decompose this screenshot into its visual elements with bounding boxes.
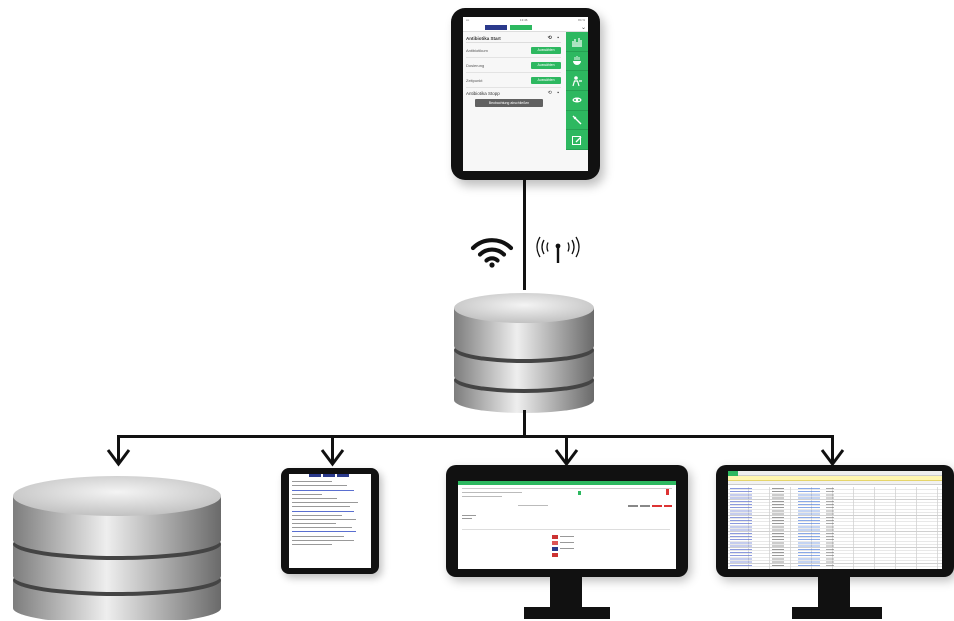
form-row: Dosierung Auswählen [466,58,561,73]
desktop-monitor-web-app [446,465,688,621]
sidebar-button-pills[interactable] [566,91,588,111]
status-time: 13:46 [519,18,528,22]
bowl-icon [573,56,581,65]
category-sidebar [566,32,588,151]
external-database-icon [13,476,221,620]
syringe-icon [572,115,582,125]
sidebar-button-notes[interactable] [566,130,588,151]
monitor-stand-neck [550,577,582,607]
select-button[interactable]: Auswählen [531,61,561,69]
select-button[interactable]: Auswählen [531,76,561,84]
monitor-stand-base [524,607,610,619]
top-navigation: ⌄ [463,24,588,32]
select-button[interactable]: Auswählen [531,46,561,54]
branch-line [565,435,568,462]
tablet-small-screen [289,474,371,568]
sidebar-button-chart[interactable] [566,32,588,52]
section-header: Antibiotika Start ⟲ ▪ [466,34,561,43]
form-content: Antibiotika Start ⟲ ▪ Antibiotikum Auswä… [463,32,564,109]
sidebar-button-food[interactable] [566,52,588,72]
tablet-screen: ▪▪▪ 13:46 84 % ⌄ Antibiotika Start ⟲ ▪ A… [463,17,588,171]
chart-icon [572,38,582,47]
row-label: Dosierung [466,62,485,68]
tablet-device: ▪▪▪ 13:46 84 % ⌄ Antibiotika Start ⟲ ▪ A… [451,8,600,180]
wifi-icon [470,238,514,268]
central-database-icon [454,293,594,413]
section-header-2: Antibiotika Stopp ⟲ ▪ [466,88,561,98]
section-action-icons[interactable]: ⟲ ▪ [547,35,561,41]
sidebar-button-syringe[interactable] [566,111,588,131]
nav-tab-active[interactable] [510,25,532,30]
section-action-icons-2[interactable]: ⟲ ▪ [547,90,561,96]
status-bar: ▪▪▪ 13:46 84 % [463,17,588,24]
branch-line [831,435,834,462]
form-row: Zeitpunkt Auswählen [466,73,561,88]
status-battery: 84 % [578,18,585,22]
sidebar-button-person[interactable] [566,71,588,92]
monitor-screen [728,471,942,569]
mini-navigation [289,474,371,478]
monitor-screen [458,481,676,569]
person-icon [572,75,582,86]
connection-line-server-bus [523,410,526,437]
section-title: Antibiotika Start [466,35,501,41]
branch-line [331,435,334,462]
row-label: Zeitpunkt [466,77,483,83]
monitor-stand-base [792,607,882,619]
nav-tab-primary[interactable] [485,25,507,30]
distribution-bus-line [117,435,833,438]
branch-line [117,435,120,462]
edit-icon [572,135,582,145]
antenna-icon [536,236,580,263]
tooltip: Beobachtung abschließen [475,99,543,107]
pills-icon [572,97,582,103]
desktop-monitor-spreadsheet [716,465,954,621]
row-label: Antibiotikum [466,47,488,53]
section-title-2: Antibiotika Stopp [466,90,500,96]
tablet-device-small [281,468,379,574]
status-carrier: ▪▪▪ [466,18,470,22]
form-row: Antibiotikum Auswählen [466,43,561,58]
chevron-down-icon[interactable]: ⌄ [580,24,586,31]
connection-line-tablet-server [523,180,526,290]
monitor-stand-neck [818,577,850,607]
app-body: Antibiotika Start ⟲ ▪ Antibiotikum Auswä… [463,32,588,171]
